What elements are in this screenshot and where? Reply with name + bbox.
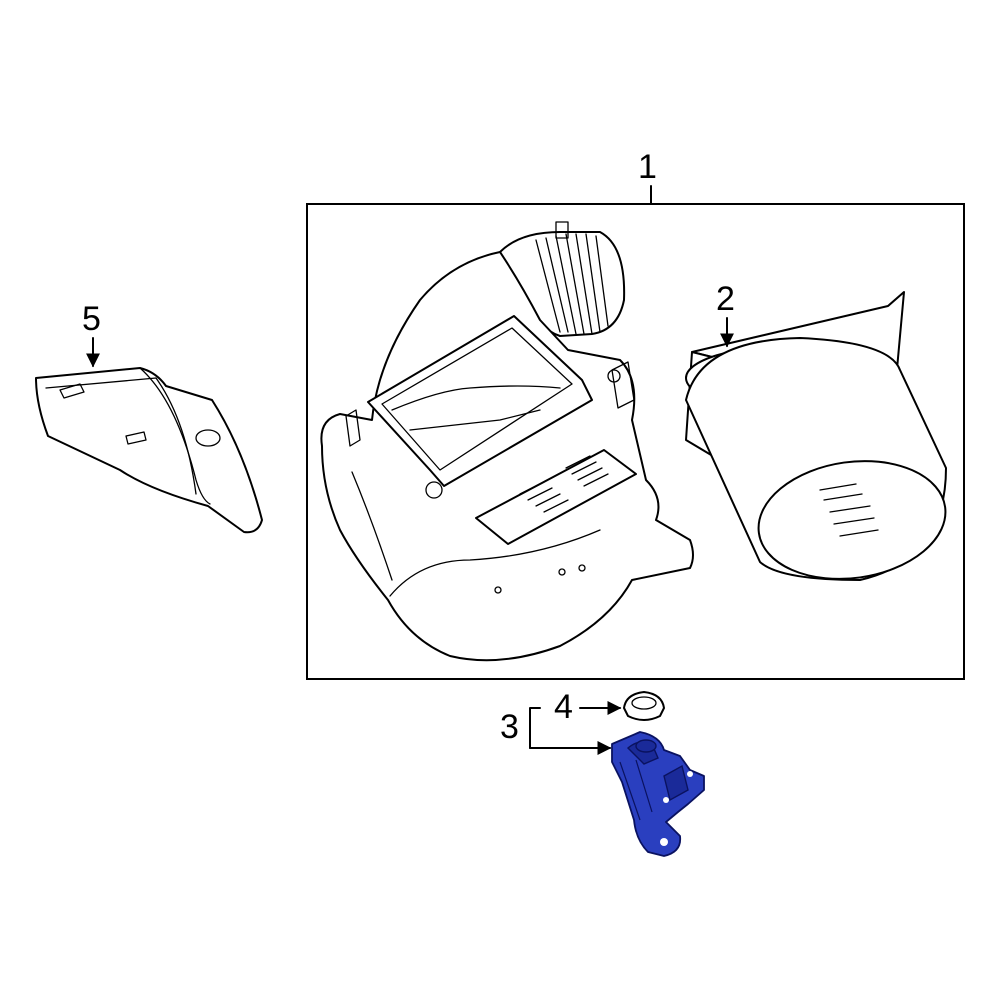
callout-5[interactable]: 5 [82, 300, 101, 338]
air-cleaner-housing[interactable] [320, 221, 694, 662]
callout-3[interactable]: 3 [500, 708, 519, 746]
callout-4[interactable]: 4 [554, 688, 573, 726]
assembly-box [306, 203, 965, 680]
air-filter-element[interactable] [685, 291, 953, 591]
mounting-bracket[interactable] [611, 731, 705, 857]
air-duct[interactable] [35, 367, 263, 534]
grommet[interactable] [623, 691, 665, 721]
leader-3-bracket [529, 707, 541, 749]
callout-1[interactable]: 1 [638, 148, 657, 186]
callout-2[interactable]: 2 [716, 280, 735, 318]
